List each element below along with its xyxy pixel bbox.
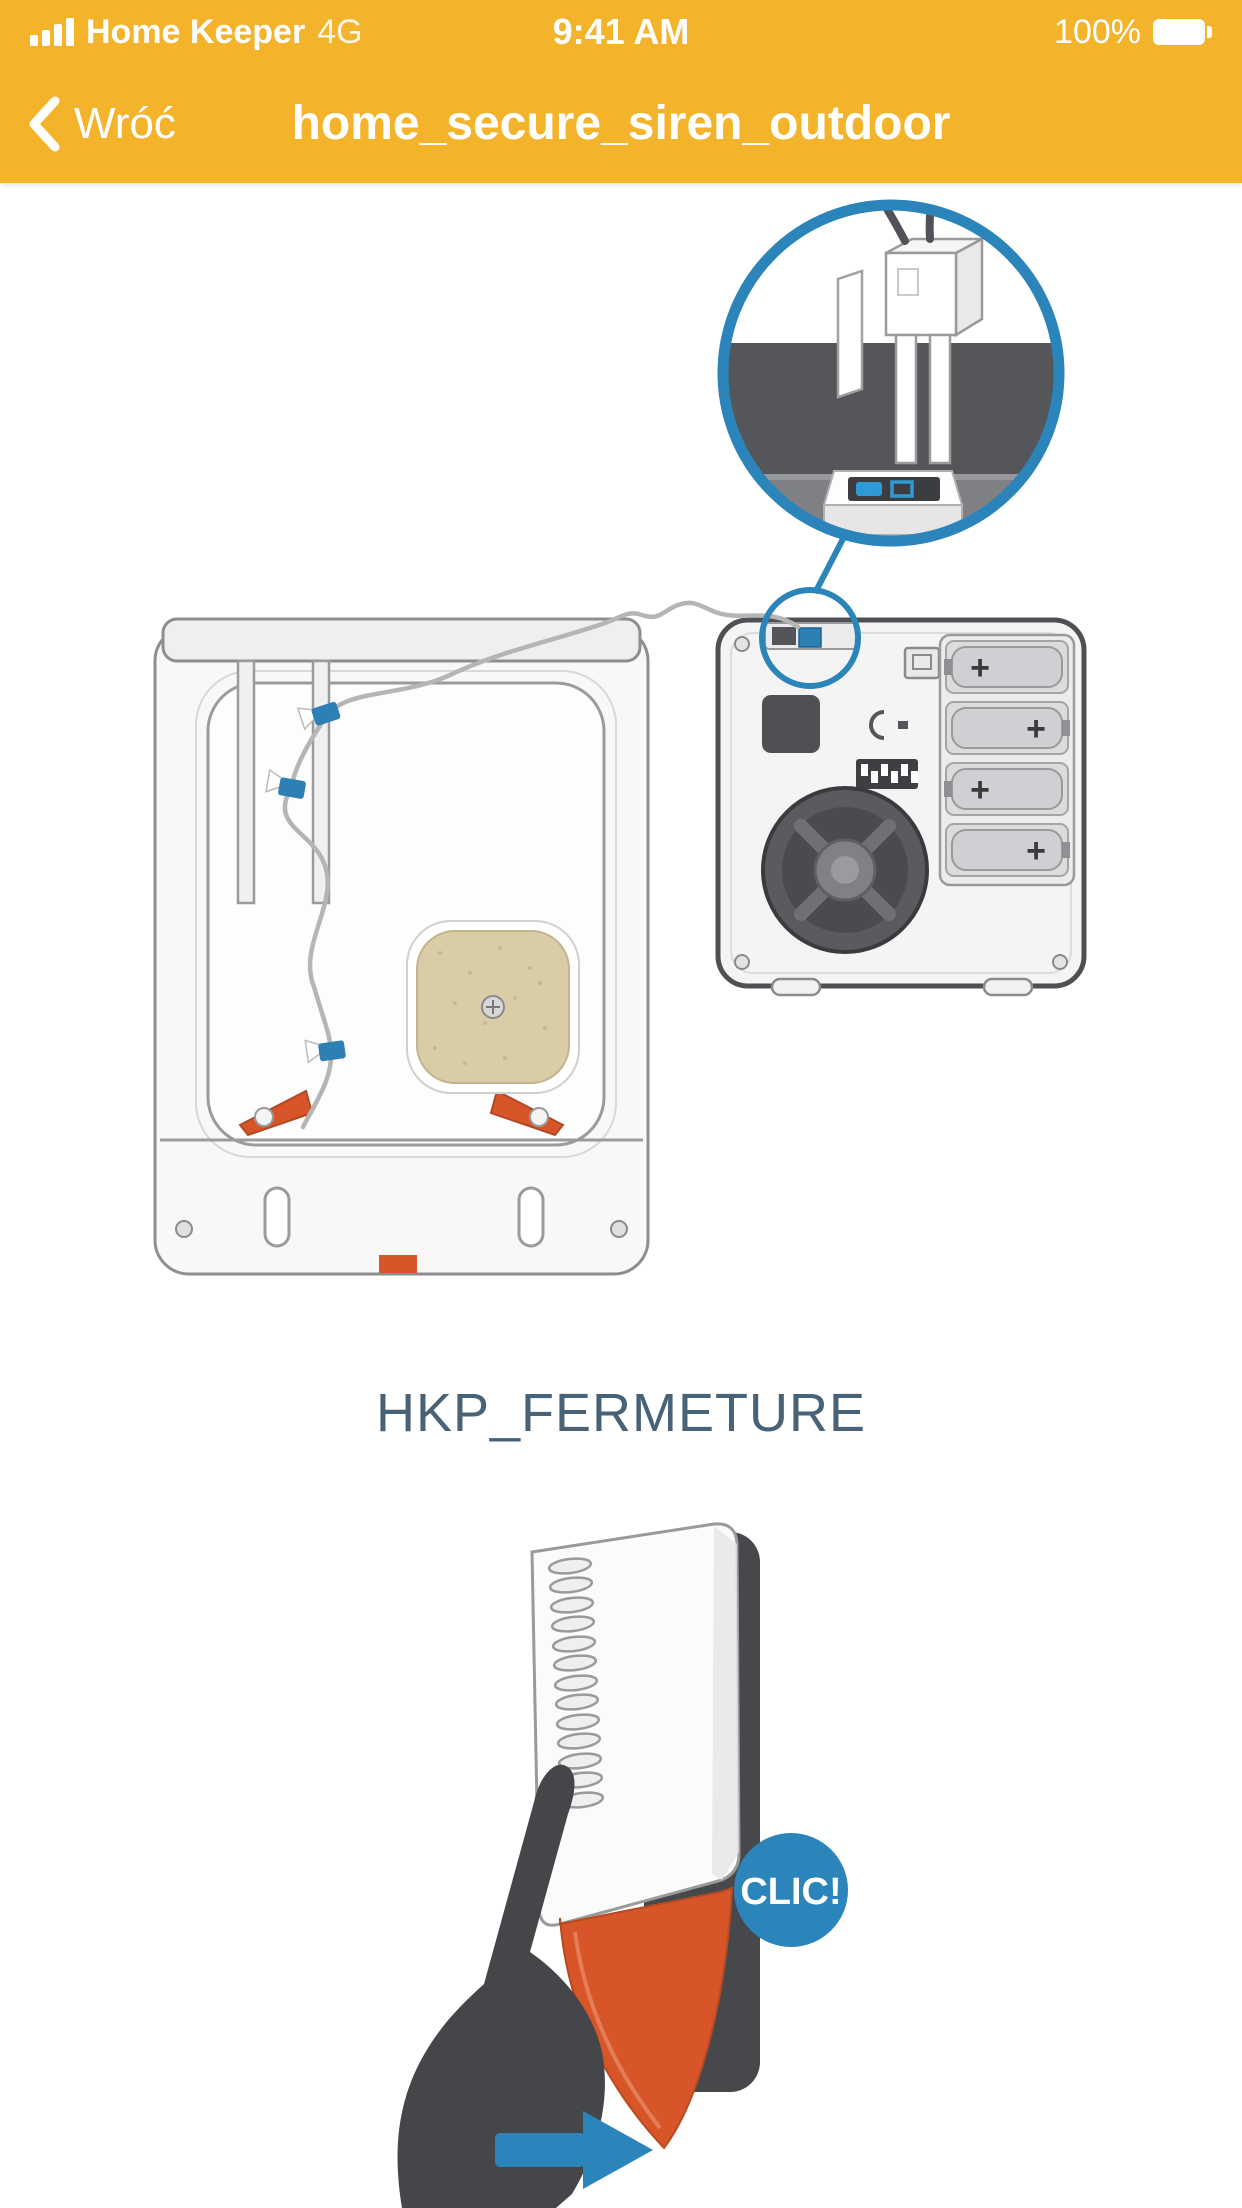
hand-silhouette <box>397 1764 605 2208</box>
foam-pad <box>406 920 580 1094</box>
back-button[interactable]: Wróć <box>26 95 176 153</box>
wire-clip <box>296 701 341 731</box>
speaker <box>761 786 929 954</box>
battery-plus-label: + <box>1026 832 1046 870</box>
zoom-wire <box>925 207 949 243</box>
wire-connector-socket <box>764 622 858 650</box>
connector-highlight-circle <box>759 587 861 689</box>
siren-wire <box>282 600 801 1130</box>
nav-bar: Wróć home_secure_siren_outdoor <box>0 64 1242 183</box>
cover-slot <box>263 1186 291 1248</box>
cover-screw <box>610 1220 628 1238</box>
cover-latch <box>379 1255 417 1273</box>
dip-switch <box>856 759 918 789</box>
step-caption: HKP_FERMETURE <box>375 1383 867 1443</box>
cover-fin <box>236 659 256 905</box>
cover-screw <box>175 1220 193 1238</box>
chevron-left-icon <box>29 96 60 151</box>
cover-vents <box>547 1557 605 1809</box>
signal-strength-icon <box>30 18 74 46</box>
jack-icon <box>869 710 908 740</box>
battery: + <box>945 823 1070 877</box>
zoom-bracket <box>836 269 864 399</box>
battery-percent-label: 100% <box>1054 12 1141 51</box>
clic-badge: CLIC! <box>734 1833 848 1947</box>
network-type-label: 4G <box>317 12 363 51</box>
battery: + <box>945 701 1070 755</box>
closing-cover <box>530 1522 741 1927</box>
module-chip <box>762 695 820 753</box>
siren-front-cover <box>153 617 650 1276</box>
header: Home Keeper 4G 9:41 AM 100% Wróć home_se… <box>0 0 1242 183</box>
port-icon <box>903 646 941 680</box>
siren-back-unit: + + + <box>715 617 1087 997</box>
arrow-right-icon <box>495 2111 653 2189</box>
zoom-socket <box>822 470 964 536</box>
battery: + <box>944 640 1069 694</box>
unit-foot <box>770 977 822 997</box>
siren-closing-illustration: CLIC! <box>397 1522 848 2208</box>
battery-compartment: + + + <box>938 633 1076 887</box>
carrier-label: Home Keeper <box>86 12 306 51</box>
battery: + <box>944 762 1069 816</box>
zoom-detail-circle <box>717 199 1065 547</box>
zoom-link-line <box>812 533 848 595</box>
clic-label: CLIC! <box>740 1871 841 1913</box>
status-bar: Home Keeper 4G 9:41 AM 100% <box>0 0 1242 64</box>
battery-plus-label: + <box>970 771 990 809</box>
orange-clip <box>489 1089 565 1137</box>
status-right: 100% <box>1054 13 1212 52</box>
page-title: home_secure_siren_outdoor <box>291 97 951 150</box>
back-button-label: Wróć <box>74 98 176 148</box>
battery-icon <box>1153 19 1212 45</box>
zoom-ring <box>717 199 1065 547</box>
siren-open-illustration: + + + <box>153 199 1087 1276</box>
cover-slot <box>517 1186 545 1248</box>
wire-clip <box>265 768 306 799</box>
battery-plus-label: + <box>970 649 990 687</box>
battery-plus-label: + <box>1026 710 1046 748</box>
zoom-wire <box>858 207 909 245</box>
wire-clip <box>304 1039 346 1064</box>
unit-foot <box>982 977 1034 997</box>
zoom-connector-plug <box>884 236 984 465</box>
status-left: Home Keeper 4G <box>30 13 363 52</box>
